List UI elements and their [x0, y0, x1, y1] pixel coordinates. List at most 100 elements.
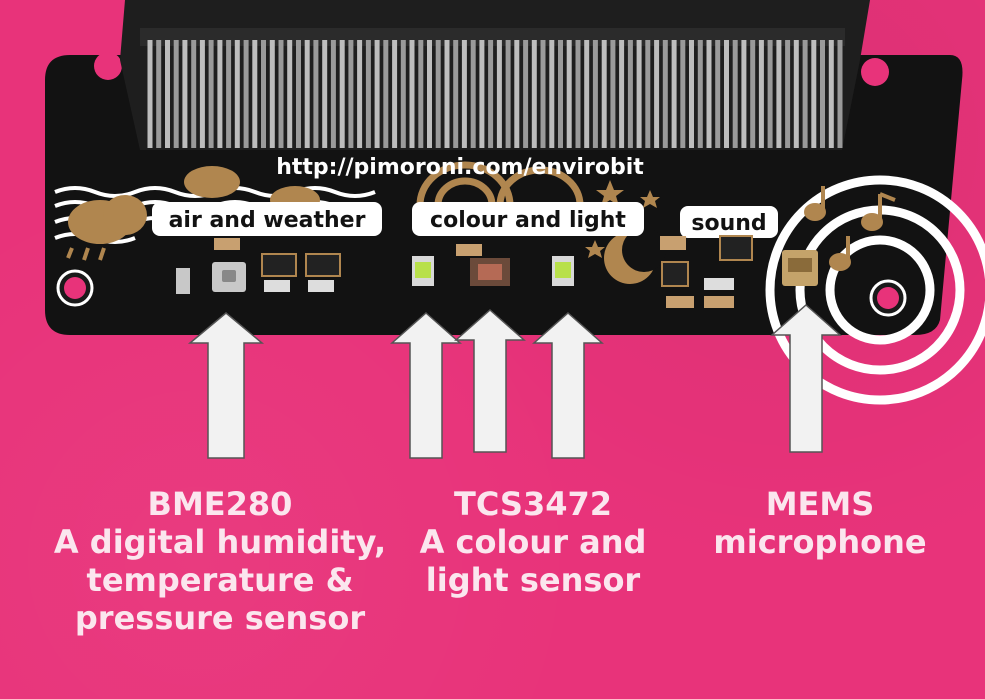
led-left	[412, 256, 434, 286]
connector-pin	[296, 40, 301, 148]
connector-pin	[741, 40, 747, 148]
connector-pin	[165, 40, 170, 148]
connector-pin	[724, 40, 729, 148]
arrow-led-right	[532, 311, 604, 459]
connector-pin	[199, 40, 205, 148]
connector-pin	[750, 40, 756, 148]
connector-pin	[304, 40, 310, 148]
connector-pin	[348, 40, 354, 148]
connector-pin	[671, 40, 677, 148]
connector-pin	[287, 40, 293, 148]
connector-pin	[697, 40, 703, 148]
caption-mems-line2: microphone	[713, 523, 927, 561]
connector-pin	[654, 40, 660, 148]
connector-pin	[479, 40, 485, 148]
connector-pin	[601, 40, 607, 148]
connector-pin	[584, 40, 590, 148]
connector-pin	[706, 40, 712, 148]
tcs3472-sensor	[456, 244, 510, 286]
connector-pin	[776, 40, 782, 148]
connector-pin	[488, 40, 494, 148]
connector-pin	[732, 40, 738, 148]
connector-pin	[680, 40, 686, 148]
caption-bme280-line1: A digital humidity,	[53, 523, 387, 561]
connector-pin	[269, 40, 275, 148]
connector-pin	[427, 40, 432, 148]
connector-pin	[636, 40, 642, 148]
connector-pin	[549, 40, 555, 148]
connector-pin	[383, 40, 389, 148]
connector-pin	[374, 40, 380, 148]
connector-pin	[409, 40, 415, 148]
label-sound: sound	[680, 206, 778, 238]
connector-pin	[392, 40, 398, 148]
connector-pin	[365, 40, 371, 148]
connector-pin	[191, 40, 197, 148]
arrow-bme280	[187, 312, 265, 459]
connector-pin	[313, 40, 319, 148]
connector-pin	[357, 40, 363, 148]
led-right	[552, 256, 574, 286]
connector-pin	[531, 40, 537, 148]
connector-pin	[662, 40, 668, 148]
caption-bme280: BME280 A digital humidity, temperature &…	[20, 485, 420, 637]
top-hole-right	[861, 58, 889, 86]
rainbow-icon	[416, 161, 584, 206]
label-air-and-weather: air and weather	[152, 202, 382, 236]
label-colour-and-light-text: colour and light	[430, 208, 626, 233]
caption-tcs3472-line2: light sensor	[425, 561, 641, 599]
connector-pin	[226, 40, 232, 148]
board-url: http://pimoroni.com/envirobit	[276, 155, 644, 180]
connector-pin	[820, 40, 825, 148]
connector-pin	[470, 40, 476, 148]
caption-tcs3472-title: TCS3472	[453, 485, 612, 523]
connector-pin	[156, 40, 162, 148]
connector-pin	[243, 40, 249, 148]
connector-pin	[785, 40, 791, 148]
moon-icon	[604, 228, 666, 284]
caption-bme280-line2: temperature &	[86, 561, 354, 599]
connector-pin	[461, 40, 467, 148]
caption-tcs3472-line1: A colour and	[419, 523, 647, 561]
connector-pin	[444, 40, 450, 148]
connector-pin	[793, 40, 799, 148]
connector-pin	[278, 40, 284, 148]
label-colour-and-light: colour and light	[412, 202, 644, 236]
connector-pin	[147, 40, 153, 148]
connector-pin	[496, 40, 502, 148]
connector-pin	[837, 40, 843, 148]
arrow-mems	[770, 303, 842, 453]
stars-icon	[585, 180, 660, 258]
connector-pin	[435, 40, 441, 148]
connector-pin	[173, 40, 179, 148]
label-sound-text: sound	[691, 211, 766, 236]
connector-pin	[758, 40, 764, 148]
rain-icon	[66, 247, 106, 261]
connector-pin	[514, 40, 520, 148]
connector-pin	[505, 40, 511, 148]
connector-pin	[330, 40, 336, 148]
connector-pin	[566, 40, 572, 148]
music-notes-icon	[804, 186, 896, 271]
arrow-tcs3472	[454, 308, 526, 453]
caption-mems: MEMS microphone	[690, 485, 950, 561]
caption-bme280-line3: pressure sensor	[74, 599, 366, 637]
caption-mems-line1: MEMS	[765, 485, 875, 523]
top-hole-left	[94, 52, 122, 80]
caption-bme280-title: BME280	[147, 485, 293, 523]
connector-pin	[182, 40, 188, 148]
connector-pin	[261, 40, 266, 148]
connector-pin	[627, 40, 633, 148]
connector-pin	[610, 40, 616, 148]
connector-pin	[592, 40, 598, 148]
connector-pin	[802, 40, 808, 148]
edge-connector	[120, 0, 870, 150]
connector-pin	[208, 40, 214, 148]
bme-support-chips	[176, 238, 341, 294]
arrow-led-left	[390, 311, 462, 459]
connector-pin	[828, 40, 834, 148]
connector-pin	[558, 40, 563, 148]
connector-pin	[453, 40, 459, 148]
connector-pin	[234, 40, 240, 148]
